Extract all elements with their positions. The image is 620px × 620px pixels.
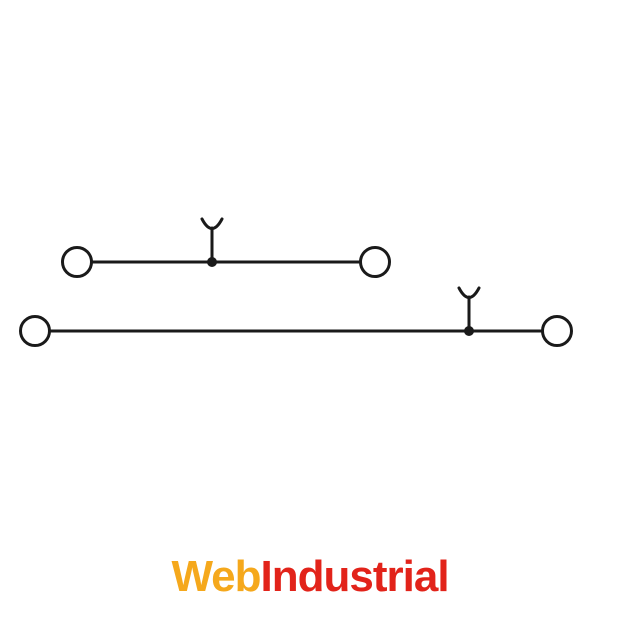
lower-test-socket-icon <box>457 286 481 299</box>
upper-left-terminal <box>61 246 93 278</box>
lower-right-terminal <box>541 315 573 347</box>
upper-right-terminal <box>359 246 391 278</box>
lower-left-terminal <box>19 315 51 347</box>
webindustrial-logo: WebIndustrial <box>0 555 620 599</box>
upper-junction-dot <box>207 257 217 267</box>
upper-test-socket-icon <box>200 217 224 230</box>
lower-junction-dot <box>464 326 474 336</box>
logo-text-industrial: Industrial <box>260 552 450 601</box>
logo-text-web: Web <box>171 552 261 601</box>
